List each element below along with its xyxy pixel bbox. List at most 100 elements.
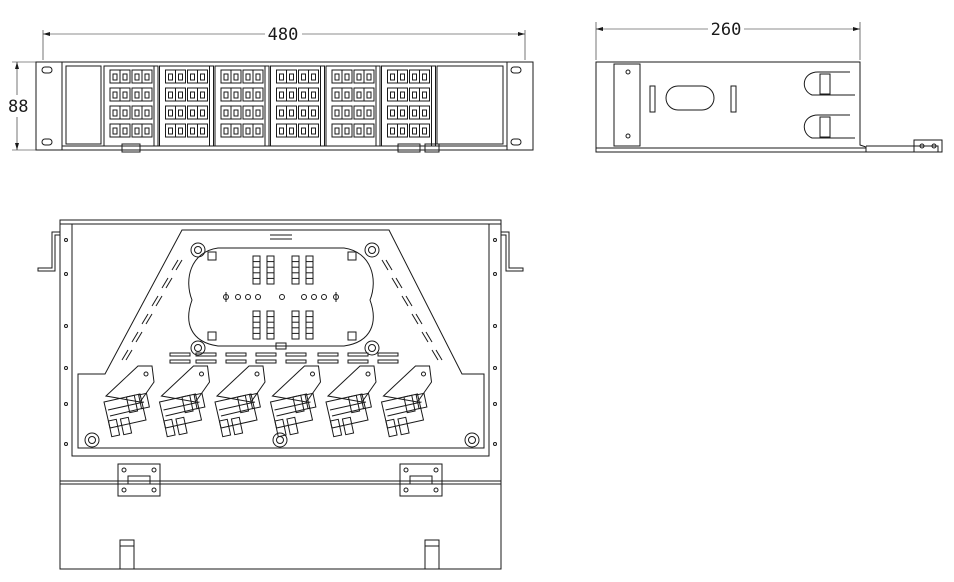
port-hole [144, 91, 150, 99]
routing-slot [385, 259, 393, 271]
port-hole [223, 127, 229, 135]
port-hole [356, 91, 362, 99]
port-hole [356, 127, 362, 135]
splice-holders [207, 234, 357, 350]
routing-slot [141, 313, 149, 325]
mount-slot [41, 138, 53, 146]
port-hole [200, 73, 205, 81]
cassette-hole [235, 294, 241, 300]
routing-slot [131, 331, 139, 343]
routing-slot [415, 313, 423, 325]
connector [385, 418, 398, 438]
port-hole [400, 91, 405, 99]
cable-ring-inner [88, 436, 96, 444]
port-hole [255, 127, 261, 135]
port-hole [233, 127, 239, 135]
routing-slot [395, 277, 403, 289]
screw-dot [493, 402, 497, 406]
door-latch-right [424, 539, 440, 570]
side-clip [730, 85, 737, 113]
port-hole [112, 109, 118, 117]
connector [397, 416, 410, 436]
door-hinges [117, 463, 443, 497]
port-hole [422, 73, 427, 81]
connector [230, 416, 244, 436]
mount-slot [41, 66, 53, 74]
port-hole [344, 109, 350, 117]
cassette-hole [255, 294, 261, 300]
port-hole [390, 91, 395, 99]
port-hole [412, 109, 417, 117]
routing-dash [255, 352, 277, 357]
port-hole [289, 127, 294, 135]
routing-slots [121, 259, 443, 361]
port-hole [245, 73, 251, 81]
connector [274, 418, 287, 438]
width-dimension: 480 [42, 25, 526, 60]
port-hole [112, 127, 118, 135]
connector [193, 392, 206, 410]
top-view [37, 219, 524, 570]
port-hole [112, 91, 118, 99]
port-hole [311, 109, 316, 117]
port-hole [122, 73, 128, 81]
width-dimension-label: 480 [268, 25, 299, 45]
mount-slot [510, 138, 522, 146]
cable-ring [364, 340, 380, 356]
port-hole [255, 73, 261, 81]
port-hole [301, 109, 306, 117]
connector [304, 392, 317, 410]
port-hole [422, 109, 427, 117]
routing-dash [347, 359, 369, 364]
cable-ring [364, 242, 380, 258]
port-hole [144, 127, 150, 135]
cable-ring-inner [468, 436, 476, 444]
side-bracket [866, 145, 939, 153]
port-hole [301, 127, 306, 135]
port-hole [190, 73, 195, 81]
port-hole [255, 109, 261, 117]
port-hole [412, 127, 417, 135]
port-hole [279, 127, 284, 135]
adapter-bracket [382, 365, 433, 403]
splice-holder [305, 255, 314, 285]
splice-holder [291, 255, 300, 285]
adapter-bracket [160, 365, 211, 403]
routing-dash [225, 352, 247, 357]
connector [181, 394, 194, 414]
cassette-tab [275, 342, 287, 350]
connector [415, 392, 428, 410]
port-hole [390, 127, 395, 135]
blank-panel-right [436, 65, 504, 145]
screw-dot [64, 272, 68, 276]
left-rack-ear [35, 61, 63, 151]
port-hole [279, 73, 284, 81]
adapter-group [214, 365, 266, 438]
left-flange [37, 231, 60, 272]
routing-slot [121, 349, 129, 361]
splice-holder [291, 310, 300, 340]
adapter-group [158, 365, 211, 438]
port-hole [289, 109, 294, 117]
module-divider [153, 65, 159, 147]
front-door [59, 480, 502, 570]
port-hole [122, 109, 128, 117]
port-hole [134, 73, 140, 81]
port-hole [356, 109, 362, 117]
screw-dot [493, 272, 497, 276]
routing-dash [195, 359, 217, 364]
routing-dash [317, 359, 339, 364]
port-hole [178, 91, 183, 99]
cassette-hole [279, 294, 285, 300]
port-hole [301, 73, 306, 81]
routing-dash [347, 352, 369, 357]
routing-slot [151, 295, 159, 307]
height-dimension-label: 88 [8, 97, 28, 117]
port-hole [311, 73, 316, 81]
hinge-knuckle [127, 475, 151, 485]
right-rack-ear [506, 61, 534, 151]
port-hole [178, 127, 183, 135]
port-hole [344, 73, 350, 81]
side-hinge [913, 139, 943, 153]
